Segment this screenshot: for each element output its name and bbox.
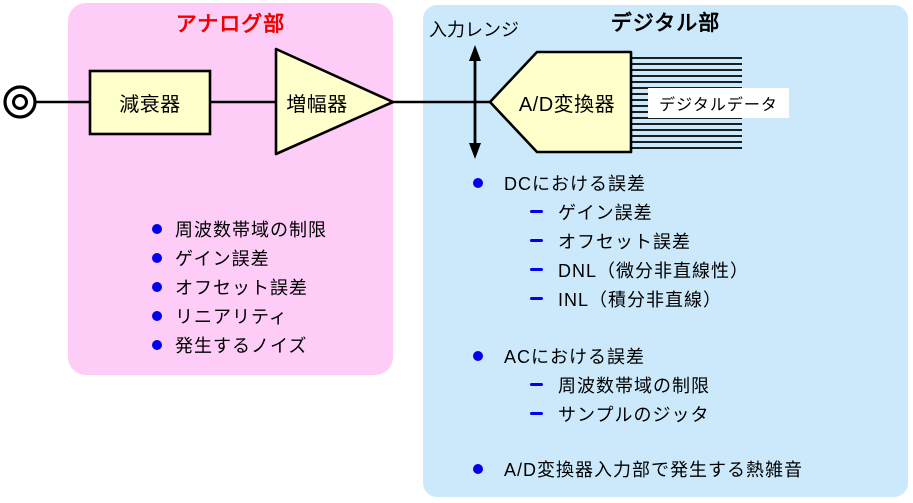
list-item: ACにおける誤差 [473, 341, 710, 370]
list-item: ゲイン誤差 [152, 243, 327, 272]
bullet-icon [152, 310, 162, 321]
list-item: オフセット誤差 [152, 272, 327, 301]
list-item-label: リニアリティ [175, 306, 288, 327]
list-item-label: 周波数帯域の制限 [558, 375, 710, 396]
bullet-icon [473, 463, 483, 474]
list-item: オフセット誤差 [473, 226, 749, 255]
list-item-label: DCにおける誤差 [504, 173, 646, 194]
bullet-icon [473, 350, 483, 361]
list-item-label: DNL（微分非直線性） [558, 260, 750, 281]
dash-icon [530, 239, 543, 242]
bullet-icon [152, 281, 162, 292]
attenuator-box [88, 69, 212, 136]
list-item: 周波数帯域の制限 [473, 370, 710, 399]
digital-section-title: デジタル部 [610, 12, 721, 35]
ac-error-list: ACにおける誤差 周波数帯域の制限 サンプルのジッタ [473, 341, 710, 428]
digital-data-label: デジタルデータ [648, 88, 789, 118]
analog-section-title: アナログ部 [175, 13, 286, 36]
input-range-label: 入力レンジ [429, 20, 519, 40]
list-item-label: ゲイン誤差 [175, 248, 270, 269]
list-item-label: サンプルのジッタ [558, 404, 710, 425]
list-item-label: ゲイン誤差 [558, 202, 653, 223]
dash-icon [530, 412, 543, 415]
amplifier-label: 増幅器 [286, 93, 348, 116]
bullet-icon [152, 252, 162, 263]
dc-error-list: DCにおける誤差 ゲイン誤差 オフセット誤差 DNL（微分非直線性） INL（積… [473, 168, 749, 313]
list-item: DCにおける誤差 [473, 168, 749, 197]
list-item: A/D変換器入力部で発生する熱雑音 [473, 454, 803, 483]
adc-shape [488, 50, 633, 154]
dash-icon [530, 268, 543, 271]
list-item-label: INL（積分非直線） [558, 289, 723, 310]
list-item-label: 周波数帯域の制限 [175, 219, 327, 240]
list-item: 発生するノイズ [152, 330, 327, 359]
list-item: 周波数帯域の制限 [152, 214, 327, 243]
list-item: INL（積分非直線） [473, 284, 749, 313]
list-item-label: A/D変換器入力部で発生する熱雑音 [504, 459, 804, 480]
bullet-icon [152, 339, 162, 350]
input-connector-icon [3, 85, 37, 119]
analog-error-list: 周波数帯域の制限 ゲイン誤差 オフセット誤差 リニアリティ 発生するノイズ [152, 214, 327, 359]
attenuator-label: 減衰器 [119, 94, 181, 116]
bullet-icon [152, 223, 162, 234]
list-item: サンプルのジッタ [473, 399, 710, 428]
list-item-label: オフセット誤差 [175, 277, 308, 298]
list-item-label: オフセット誤差 [558, 231, 691, 252]
list-item-label: ACにおける誤差 [504, 346, 646, 367]
list-item-label: 発生するノイズ [175, 335, 308, 356]
amplifier-triangle [274, 47, 395, 156]
thermal-noise-item: A/D変換器入力部で発生する熱雑音 [473, 454, 803, 483]
adc-label: A/D変換器 [518, 93, 616, 116]
list-item: リニアリティ [152, 301, 327, 330]
bullet-icon [473, 177, 483, 188]
list-item: DNL（微分非直線性） [473, 255, 749, 284]
list-item: ゲイン誤差 [473, 197, 749, 226]
analog-panel [68, 3, 393, 375]
dash-icon [530, 210, 543, 213]
dash-icon [530, 383, 543, 386]
dash-icon [530, 297, 543, 300]
vertical-double-arrow-icon [469, 45, 481, 159]
